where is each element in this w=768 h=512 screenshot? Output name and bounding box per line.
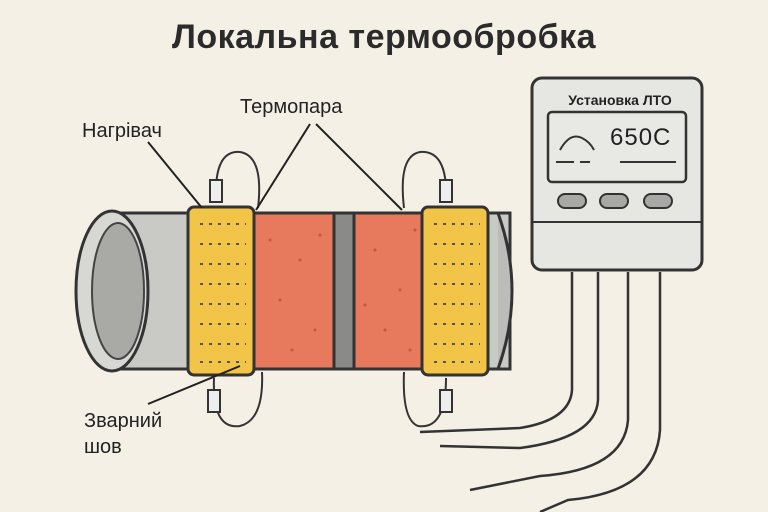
weld-seam <box>332 211 356 371</box>
control-button-1[interactable] <box>557 193 587 209</box>
label-weld: Зварний шов <box>84 408 194 460</box>
top-cables <box>214 150 448 209</box>
heated-zone-texture <box>268 228 417 352</box>
pointer-lines <box>147 123 403 405</box>
bottom-cables <box>212 371 447 428</box>
pipe-end-right <box>496 212 514 370</box>
control-unit-title: Установка ЛТО <box>568 92 672 108</box>
heater-band-right <box>420 205 490 377</box>
connector-top-right <box>439 179 453 203</box>
label-weld-line1: Зварний <box>84 410 163 432</box>
connector-bottom-left <box>207 389 221 413</box>
control-button-2[interactable] <box>599 193 629 209</box>
control-button-3[interactable] <box>643 193 673 209</box>
heater-left-pattern <box>200 223 246 363</box>
page-title: Локальна термообробка <box>171 18 597 56</box>
label-thermocouple: Термопара <box>240 96 343 118</box>
temperature-readout: 650С <box>610 124 672 151</box>
label-weld-line2: шов <box>84 436 122 458</box>
heater-right-pattern <box>434 223 480 363</box>
heated-zone-left <box>250 211 338 371</box>
label-heater: Нагрівач <box>82 120 162 142</box>
control-unit-display <box>546 110 688 184</box>
heated-zone-right <box>350 211 432 371</box>
pipe-end-inner <box>91 222 145 360</box>
temperature-curve-icon <box>559 135 595 151</box>
connector-bottom-right <box>439 389 453 413</box>
heater-band-left <box>186 205 256 377</box>
connector-top-left <box>209 179 223 203</box>
unit-cables <box>419 272 662 512</box>
